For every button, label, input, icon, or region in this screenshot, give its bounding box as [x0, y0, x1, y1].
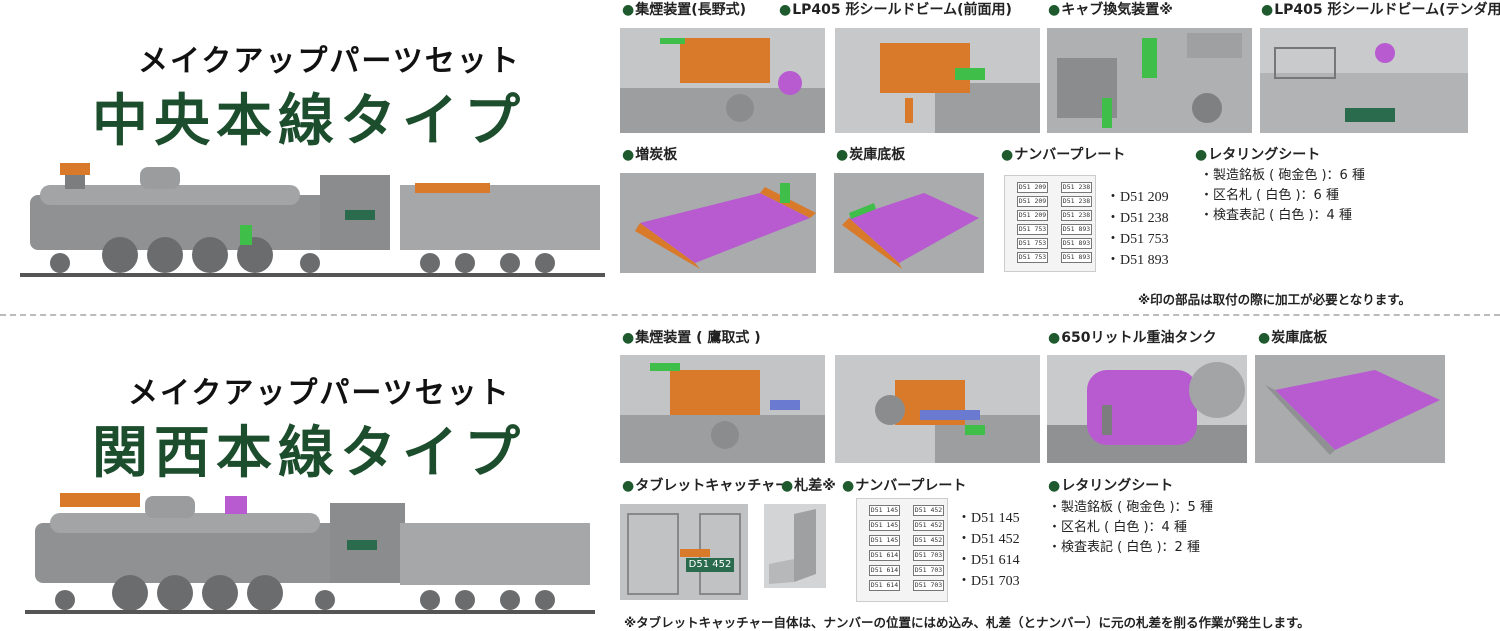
bottom-part-image-6 [764, 504, 826, 588]
plate-cell: D51 209 [1017, 196, 1048, 207]
top-part-label-3: ●キャブ換気装置※ [1048, 2, 1173, 18]
bottom-part-label-6: ●ナンバープレート [842, 478, 967, 494]
bottom-part-label-4: ●タブレットキャッチャー [622, 478, 790, 494]
number-item: ・D51 703 [957, 574, 1020, 589]
plate-cell: D51 893 [1061, 252, 1092, 263]
plate-cell: D51 452 [913, 535, 944, 546]
plate-cell: D51 145 [869, 520, 900, 531]
top-part-label-1: ●集煙装置(長野式) [622, 2, 747, 18]
number-item: ・D51 614 [957, 553, 1020, 568]
number-item: ・D51 452 [957, 532, 1020, 547]
bottom-part-image-4 [1255, 355, 1445, 463]
top-part-image-6 [834, 173, 984, 273]
plate-cell: D51 614 [869, 565, 900, 576]
lettering-item: ・製造銘板 ( 砲金色 )：5 種 [1048, 500, 1213, 515]
plate-cell: D51 452 [913, 520, 944, 531]
bottom-number-plate-sheet: D51 145 D51 452 D51 145 D51 452 D51 145 … [856, 498, 948, 602]
bottom-subtitle: メイクアップパーツセット [128, 376, 511, 411]
top-part-image-3 [1047, 28, 1252, 133]
plate-cell: D51 452 [913, 505, 944, 516]
top-part-label-7: ●ナンバープレート [1001, 147, 1126, 163]
top-locomotive-image [20, 155, 605, 285]
section-divider [0, 314, 1500, 316]
plate-cell: D51 703 [913, 580, 944, 591]
plate-cell: D51 209 [1017, 210, 1048, 221]
plate-cell: D51 238 [1061, 196, 1092, 207]
plate-cell: D51 238 [1061, 210, 1092, 221]
top-part-label-4: ●LP405 形シールドビーム(テンダ用) [1261, 2, 1500, 18]
lettering-item: ・検査表記 ( 白色 )：4 種 [1200, 208, 1352, 223]
plate-cell: D51 753 [1017, 252, 1048, 263]
plate-cell: D51 145 [869, 535, 900, 546]
top-part-image-4 [1260, 28, 1468, 133]
plate-cell: D51 753 [1017, 224, 1048, 235]
bottom-part-label-7: ●レタリングシート [1048, 478, 1174, 494]
number-item: ・D51 238 [1106, 211, 1169, 226]
top-part-label-8: ●レタリングシート [1195, 147, 1321, 163]
lettering-item: ・検査表記 ( 白色 )：2 種 [1048, 540, 1200, 555]
bottom-part-image-1 [620, 355, 825, 463]
number-item: ・D51 209 [1106, 190, 1169, 205]
lettering-item: ・区名札 ( 白色 )：4 種 [1048, 520, 1187, 535]
bottom-title: 関西本線タイプ [92, 420, 526, 486]
top-part-label-5: ●増炭板 [622, 147, 678, 163]
bottom-locomotive-image [25, 488, 595, 618]
number-item: ・D51 893 [1106, 253, 1169, 268]
bottom-number-list: ・D51 145 ・D51 452 ・D51 614 ・D51 703 [957, 508, 1020, 592]
bottom-note: ※タブレットキャッチャー自体は、ナンバーの位置にはめ込み、札差（とナンバー）に元… [624, 615, 1310, 630]
top-part-label-2: ●LP405 形シールドビーム(前面用) [779, 2, 1012, 18]
bottom-part-label-1: ●集煙装置 ( 鷹取式 ) [622, 330, 761, 346]
number-item: ・D51 753 [1106, 232, 1169, 247]
plate-cell: D51 614 [869, 580, 900, 591]
top-number-plate-sheet: D51 209 D51 238 D51 209 D51 238 D51 209 … [1004, 175, 1096, 272]
bottom-part-label-5: ●札差※ [781, 478, 836, 494]
plate-cell: D51 703 [913, 565, 944, 576]
bottom-part-image-3 [1047, 355, 1247, 463]
top-part-label-6: ●炭庫底板 [836, 147, 906, 163]
lettering-item: ・製造銘板 ( 砲金色 )：6 種 [1200, 168, 1365, 183]
top-lettering-list: ・製造銘板 ( 砲金色 )：6 種 ・区名札 ( 白色 )：6 種 ・検査表記 … [1200, 166, 1365, 226]
bottom-part-label-2: ●650リットル重油タンク [1048, 330, 1217, 346]
top-title: 中央本線タイプ [92, 88, 526, 154]
plate-cell: D51 145 [869, 505, 900, 516]
number-item: ・D51 145 [957, 511, 1020, 526]
plate-cell: D51 893 [1061, 224, 1092, 235]
bottom-part-image-5: D51 452 [620, 504, 748, 600]
top-part-image-5 [620, 173, 816, 273]
plate-cell: D51 703 [913, 550, 944, 561]
top-part-image-1 [620, 28, 825, 133]
top-subtitle: メイクアップパーツセット [138, 44, 521, 79]
plate-cell: D51 753 [1017, 238, 1048, 249]
bottom-lettering-list: ・製造銘板 ( 砲金色 )：5 種 ・区名札 ( 白色 )：4 種 ・検査表記 … [1048, 498, 1213, 558]
top-number-list: ・D51 209 ・D51 238 ・D51 753 ・D51 893 [1106, 187, 1169, 271]
top-note: ※印の部品は取付の際に加工が必要となります。 [1138, 292, 1412, 307]
tablet-plate-label: D51 452 [686, 558, 734, 572]
top-part-image-2 [835, 28, 1040, 133]
plate-cell: D51 209 [1017, 182, 1048, 193]
lettering-item: ・区名札 ( 白色 )：6 種 [1200, 188, 1339, 203]
bottom-part-image-2 [835, 355, 1040, 463]
plate-cell: D51 893 [1061, 238, 1092, 249]
bottom-part-label-3: ●炭庫底板 [1258, 330, 1328, 346]
plate-cell: D51 238 [1061, 182, 1092, 193]
plate-cell: D51 614 [869, 550, 900, 561]
